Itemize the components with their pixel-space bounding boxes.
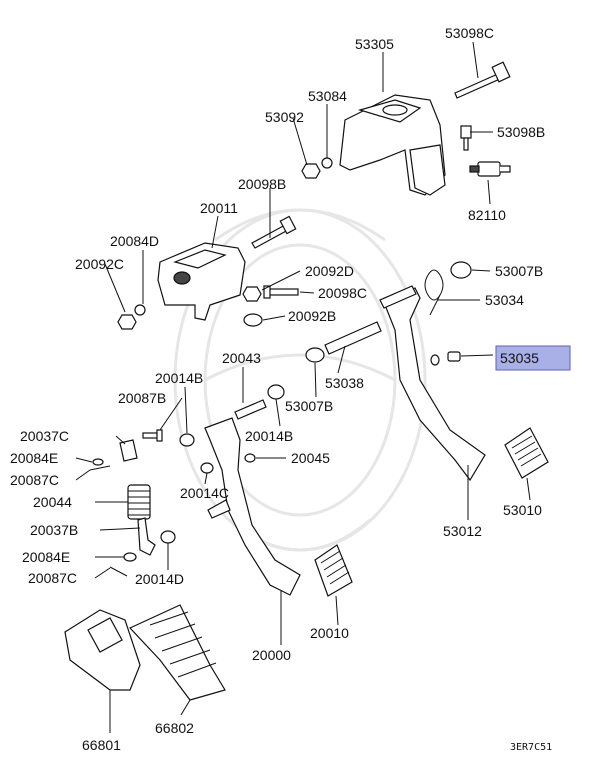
label-53098c: 53098C — [445, 25, 494, 41]
bushing-20014b-mid — [267, 384, 285, 400]
pin-20087c-top — [89, 465, 111, 471]
label-66801: 66801 — [82, 737, 121, 753]
label-20092c: 20092C — [75, 256, 124, 272]
clip-20092b — [243, 313, 263, 327]
label-20087b: 20087B — [118, 390, 166, 406]
pedal-pad-20010 — [314, 544, 353, 597]
washer-20084e-top — [92, 458, 104, 466]
label-53007b-top: 53007B — [495, 263, 543, 279]
clutch-pedal-arm-20000 — [204, 417, 301, 596]
highlight-box-53035 — [495, 345, 571, 371]
label-20014c: 20014C — [180, 485, 229, 501]
bolt-20098c — [263, 285, 299, 299]
bushing-53007b-top — [450, 261, 472, 279]
label-20098b: 20098B — [238, 176, 286, 192]
shaft-53038 — [324, 321, 382, 355]
washer-20084d — [134, 304, 146, 316]
clip-20045 — [244, 453, 256, 463]
label-20087c-top: 20087C — [10, 472, 59, 488]
label-20014b-left: 20014B — [155, 370, 203, 386]
label-20043: 20043 — [222, 350, 261, 366]
bushing-53007b-mid — [305, 347, 325, 363]
label-20037b: 20037B — [30, 522, 78, 538]
label-20092b: 20092B — [288, 308, 336, 324]
label-53084: 53084 — [308, 88, 347, 104]
pad-cover-66802 — [128, 604, 226, 701]
label-53098b: 53098B — [497, 124, 545, 140]
bolt-20087b — [142, 429, 163, 442]
label-20014b-mid: 20014B — [245, 428, 293, 444]
label-20044: 20044 — [33, 494, 72, 510]
joint-20037c — [119, 439, 138, 462]
label-20010: 20010 — [310, 625, 349, 641]
label-53007b-mid: 53007B — [285, 398, 333, 414]
label-20000: 20000 — [252, 647, 291, 663]
pin-20087c-bot — [109, 566, 128, 577]
label-20084e-bot: 20084E — [22, 549, 70, 565]
bushing-20014b-left — [179, 433, 195, 447]
bushing-20014d — [160, 530, 176, 544]
label-20014d: 20014D — [135, 571, 184, 587]
label-53010: 53010 — [503, 502, 542, 518]
watermark-emblem — [173, 208, 427, 552]
bracket-53305 — [339, 94, 446, 196]
nut-53092 — [301, 163, 321, 179]
spring-53034 — [424, 269, 444, 316]
nut-53084 — [321, 157, 333, 169]
label-82110: 82110 — [468, 207, 506, 223]
label-53092: 53092 — [265, 109, 304, 125]
pad-cover-66801 — [64, 609, 141, 691]
bolt-53098b — [460, 125, 472, 151]
collar-20014c — [200, 462, 214, 474]
bracket-20011 — [157, 242, 246, 321]
spring-20044 — [127, 484, 151, 520]
joint-20037b — [137, 517, 156, 556]
label-20045: 20045 — [291, 450, 330, 466]
label-20087c-bot: 20087C — [28, 570, 77, 586]
part-labels: 53305 53098C 53084 53092 53098B 82110 20… — [10, 25, 545, 753]
washer-20084e-bot — [123, 552, 137, 562]
label-20084e-top: 20084E — [10, 450, 58, 466]
label-20098c: 20098C — [318, 285, 367, 301]
label-53034: 53034 — [485, 292, 524, 308]
nut-20092c — [117, 314, 137, 330]
nut-20092d — [242, 286, 262, 302]
label-53012: 53012 — [443, 523, 482, 539]
label-53035: 53035 — [500, 350, 539, 366]
label-53038: 53038 — [325, 375, 364, 391]
bolt-53098c — [454, 61, 511, 99]
label-20037c: 20037C — [20, 428, 69, 444]
label-20011: 20011 — [200, 200, 238, 216]
label-20092d: 20092D — [305, 263, 354, 279]
label-66802: 66802 — [155, 720, 194, 736]
label-53305: 53305 — [355, 36, 394, 52]
diagram-code: 3ER7C51 — [510, 742, 552, 753]
leader-lines — [75, 41, 531, 733]
pedal-pad-53010 — [504, 427, 549, 479]
label-20084d: 20084D — [110, 233, 159, 249]
brake-pedal-arm-53012 — [379, 285, 486, 482]
pin-20043 — [234, 399, 267, 420]
switch-82110 — [469, 161, 511, 177]
stopper-53035 — [447, 351, 461, 362]
